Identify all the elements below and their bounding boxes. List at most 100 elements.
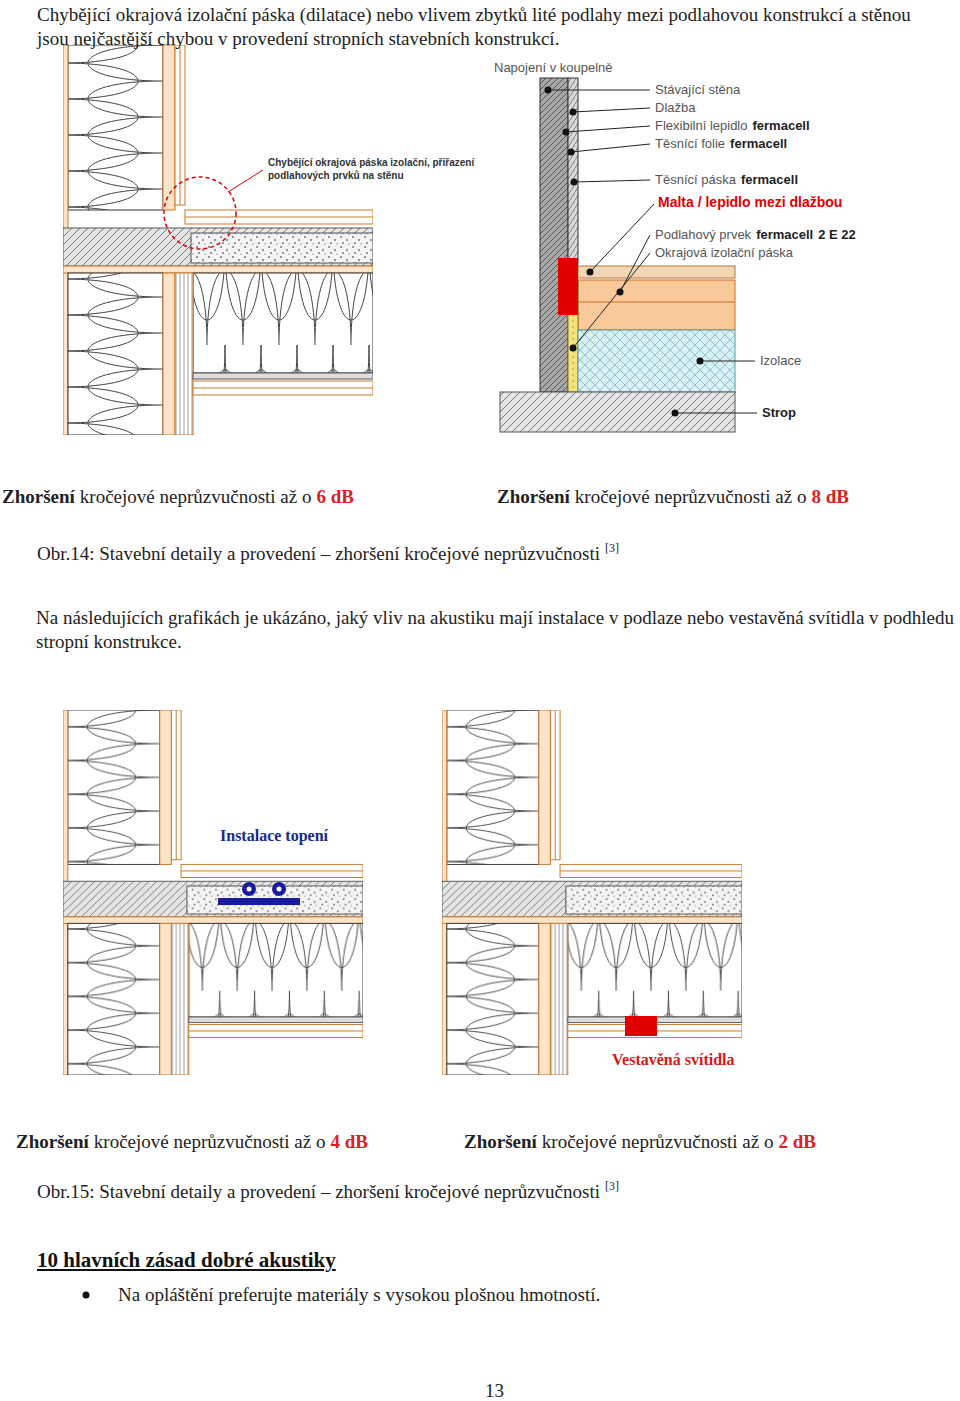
- text-row: Zhoršeníkročejové neprůzvučnosti až o6 d…: [2, 485, 354, 509]
- concrete-slab: [500, 392, 735, 432]
- text-label: 4 dB: [330, 1130, 368, 1154]
- text-row: Obr.14: Stavební detaily a provedení – z…: [37, 542, 619, 566]
- text-block: Strop: [762, 405, 796, 421]
- text-block: Dlažba: [655, 100, 695, 116]
- sealing-tape: [558, 258, 578, 315]
- text-label: 6 dB: [316, 485, 354, 509]
- heating-pipe: [242, 882, 256, 896]
- leader-line: [700, 361, 755, 362]
- heating-pipe: [272, 882, 286, 896]
- text-label: 8 dB: [811, 485, 849, 509]
- leader-dot: [571, 179, 578, 186]
- text-label: Obr.15: Stavební detaily a provedení – z…: [37, 1180, 600, 1204]
- text-label: fermacell: [741, 172, 798, 188]
- recessed-light: [625, 1016, 657, 1036]
- floor-wall-detail: [63, 45, 373, 435]
- text-block: Napojení v koupelně: [494, 60, 613, 76]
- leader-line: [574, 180, 650, 182]
- text-block: Chybějící okrajová páska izolační, přiřa…: [268, 156, 480, 182]
- text-label: Dlažba: [655, 100, 695, 116]
- text-label: Strop: [762, 405, 796, 421]
- text-label: fermacell: [753, 118, 810, 134]
- bullet: [83, 1292, 90, 1299]
- text-label: Malta / lepidlo mezi dlažbou: [656, 194, 844, 211]
- text-label: Na následujících grafikách je ukázáno, j…: [36, 606, 956, 654]
- leader-line: [590, 204, 654, 272]
- leader-dot: [570, 345, 577, 352]
- text-block: Vestavěná svítidla: [612, 1050, 735, 1070]
- text-label: 2 dB: [778, 1130, 816, 1154]
- text-block: Instalace topení: [220, 826, 328, 846]
- text-label: Obr.14: Stavební detaily a provedení – z…: [37, 542, 600, 566]
- text-block: Malta / lepidlo mezi dlažbou: [656, 194, 844, 211]
- leader-line: [228, 170, 263, 192]
- text-row: Obr.15: Stavební detaily a provedení – z…: [37, 1180, 619, 1204]
- text-block: Chybějící okrajová izolační páska (dilat…: [37, 3, 937, 51]
- text-block: Izolace: [760, 353, 801, 369]
- text-block: 10 hlavních zásad dobré akustiky: [37, 1247, 336, 1273]
- pipe-bore: [277, 887, 282, 892]
- heating-plate: [218, 898, 300, 905]
- existing-wall: [540, 78, 568, 392]
- text-block: Na následujících grafikách je ukázáno, j…: [36, 606, 956, 654]
- text-label: Izolace: [760, 353, 801, 369]
- text-label: kročejové neprůzvučnosti až o: [542, 1130, 774, 1154]
- leader-dot: [587, 269, 594, 276]
- leader-dot: [672, 410, 679, 417]
- text-label: Na opláštění preferujte materiály s vyso…: [118, 1283, 600, 1307]
- floor-element: [578, 280, 735, 330]
- text-label: fermacell: [730, 136, 787, 152]
- leader-dot: [570, 109, 577, 116]
- floor-wall-detail: [63, 710, 363, 1075]
- text-label: Zhoršení: [497, 485, 570, 509]
- text-row: Zhoršeníkročejové neprůzvučnosti až o4 d…: [16, 1130, 368, 1154]
- text-label: Chybějící okrajová izolační páska (dilat…: [37, 3, 937, 51]
- text-label: Těsnící folie: [655, 136, 725, 152]
- leader-dot: [545, 87, 552, 94]
- text-label: kročejové neprůzvučnosti až o: [94, 1130, 326, 1154]
- text-row: Zhoršeníkročejové neprůzvučnosti až o8 d…: [497, 485, 849, 509]
- text-label: kročejové neprůzvučnosti až o: [80, 485, 312, 509]
- defect-circle: [164, 177, 236, 249]
- text-label: Okrajová izolační páska: [655, 245, 793, 261]
- text-row: Těsnící folie fermacell: [655, 136, 787, 152]
- text-block: Stávající stěna: [655, 82, 740, 98]
- leader-dot: [563, 129, 570, 136]
- leader-line: [675, 413, 757, 414]
- leader-dot: [617, 289, 624, 296]
- text-label: 2 E 22: [818, 227, 856, 243]
- text-label: Vestavěná svítidla: [612, 1050, 735, 1070]
- text-label: Chybějící okrajová páska izolační, přiřa…: [268, 156, 480, 182]
- text-block: 13: [485, 1379, 504, 1401]
- text-label: Flexibilní lepidlo: [655, 118, 748, 134]
- text-label: fermacell: [756, 227, 813, 243]
- floor-tiles: [578, 266, 735, 278]
- text-label: Těsnící páska: [655, 172, 736, 188]
- leader-dot: [697, 358, 704, 365]
- text-label: [3]: [605, 541, 619, 555]
- leader-line: [573, 108, 650, 112]
- text-row: Těsnící páska fermacell: [655, 172, 798, 188]
- leader-line: [548, 90, 650, 91]
- text-label: Stávající stěna: [655, 82, 740, 98]
- text-row: Flexibilní lepidlo fermacell: [655, 118, 810, 134]
- leader-line: [566, 126, 650, 132]
- leader-line: [573, 253, 650, 348]
- text-label: Zhoršení: [464, 1130, 537, 1154]
- text-label: Podlahový prvek: [655, 227, 751, 243]
- text-block: Okrajová izolační páska: [655, 245, 793, 261]
- leader-line: [620, 235, 650, 292]
- text-label: Zhoršení: [2, 485, 75, 509]
- text-label: Napojení v koupelně: [494, 60, 613, 76]
- text-label: Instalace topení: [220, 826, 328, 846]
- text-label: kročejové neprůzvučnosti až o: [575, 485, 807, 509]
- text-row: Zhoršeníkročejové neprůzvučnosti až o2 d…: [464, 1130, 816, 1154]
- pipe-bore: [247, 887, 252, 892]
- text-block: Na opláštění preferujte materiály s vyso…: [118, 1283, 600, 1307]
- text-label: [3]: [605, 1179, 619, 1193]
- leader-line: [571, 144, 650, 152]
- board-joint: [578, 302, 735, 303]
- floor-wall-detail: [442, 710, 742, 1075]
- text-label: 10 hlavních zásad dobré akustiky: [37, 1247, 336, 1273]
